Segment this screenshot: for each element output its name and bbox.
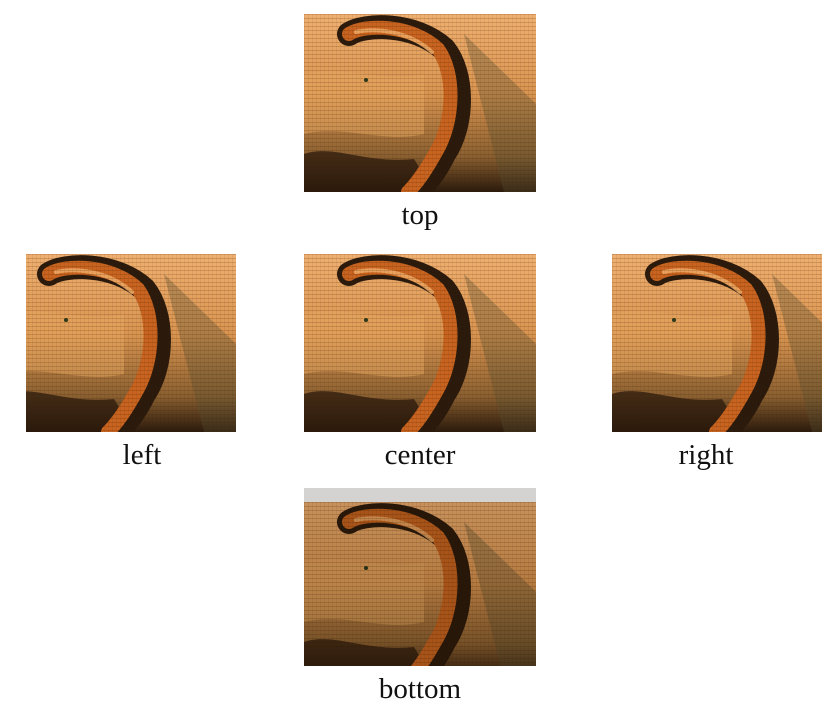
center-view-image [304,254,536,432]
left-view-caption: left [122,439,162,471]
bottom-view-photo [304,488,536,666]
top-view-photo [304,14,536,192]
left-view-photo [26,254,258,432]
left-view-image [26,254,258,432]
bottom-view-image [304,488,536,666]
right-view-caption: right [678,439,734,471]
center-view-photo [304,254,536,432]
top-view-caption: top [401,199,439,231]
right-view-image [590,254,822,432]
bottom-view-caption: bottom [378,673,462,705]
right-view-photo [590,254,822,432]
center-view-caption: center [384,439,456,471]
top-view-image [304,14,536,192]
